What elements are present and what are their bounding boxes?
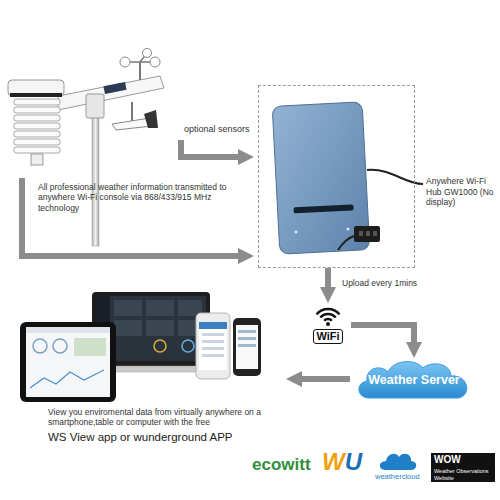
view-arrow	[298, 376, 350, 382]
plug-pin	[366, 231, 370, 236]
shield-base	[31, 154, 43, 165]
wifi-wave	[320, 314, 335, 318]
shield-plate	[14, 131, 60, 137]
server-arrow	[351, 325, 414, 346]
server-cloud: Weather Server	[355, 358, 473, 400]
rain-gauge	[8, 80, 64, 96]
viewing-devices	[20, 292, 261, 402]
weathercloud-icon	[380, 454, 416, 470]
ecowitt-logo: ecowitt	[252, 455, 311, 476]
shield-plate	[14, 139, 60, 145]
phone-screen	[199, 322, 227, 370]
anemometer-cup	[120, 57, 130, 67]
app-note: WS View app or wunderground APP	[48, 430, 233, 444]
upload-arrow	[325, 268, 331, 291]
radio-arrow	[22, 178, 242, 256]
shield-plate	[14, 123, 60, 129]
tablet-gauge	[33, 339, 47, 353]
screen-panel	[114, 320, 142, 336]
phone-row	[202, 347, 224, 350]
sensor-arm	[58, 76, 164, 110]
tablet-screen	[26, 327, 110, 397]
hub-slot	[294, 204, 354, 213]
viewing-note: View you enviromental data from virtuall…	[48, 407, 276, 428]
mount-bracket	[86, 94, 104, 118]
sensor-note: optional sensors	[184, 124, 250, 135]
hub-led	[295, 231, 298, 234]
screen-gauge	[154, 340, 166, 352]
plug-pin	[373, 231, 377, 236]
anemometer-cup	[150, 57, 160, 67]
phone-row	[202, 333, 224, 336]
phone-row	[238, 344, 256, 347]
hub-led	[347, 228, 350, 231]
phone-header	[199, 322, 227, 329]
screen-panel	[146, 320, 174, 336]
wow-logo: WOW	[431, 453, 495, 467]
shield-plate	[14, 147, 60, 153]
tablet-map	[74, 338, 106, 356]
tablet-body	[20, 322, 116, 402]
wifi-dot	[326, 322, 330, 326]
server-name: Weather Server	[355, 373, 473, 387]
tablet-gauge	[53, 339, 67, 353]
rain-gauge-rim	[10, 93, 62, 97]
shield-plate	[14, 115, 60, 121]
tablet-header	[26, 327, 110, 333]
hub-caption: Anywhere Wi-Fi Hub GW1000 (No display)	[426, 176, 500, 208]
transmission-note: All professional weather information tra…	[38, 182, 228, 213]
phone-body	[196, 313, 230, 379]
tablet-chart	[30, 370, 104, 388]
solar-panel	[103, 82, 126, 94]
wifi-wave	[324, 319, 332, 321]
power-cable	[338, 236, 354, 250]
screen-gauge	[182, 340, 194, 352]
shield-plate	[14, 107, 60, 113]
wifi-text: WiFi	[313, 329, 342, 344]
phone-row	[238, 337, 256, 340]
phone-row	[238, 330, 256, 333]
wifi-waves	[305, 303, 351, 327]
phone-body	[233, 318, 261, 376]
wu-logo: WU	[322, 449, 362, 475]
plug-pin	[359, 231, 363, 236]
weather-station	[8, 49, 164, 247]
hub-device	[272, 102, 423, 255]
anemometer-cup	[143, 49, 152, 58]
wow-subtitle: Weather Observations Website	[431, 467, 495, 482]
edge-label: Upload every 1mins	[342, 278, 417, 288]
screen-panel	[146, 300, 174, 316]
vane-shaft	[131, 102, 133, 122]
screen-panel	[114, 300, 142, 316]
phone-row	[202, 354, 224, 357]
anemometer-shaft	[139, 62, 141, 80]
weathercloud-logo: weathercloud	[375, 472, 420, 481]
wifi-symbol: WiFi	[305, 303, 351, 347]
phone-screen	[236, 325, 258, 369]
vane-tail	[144, 110, 158, 128]
usb-plug	[354, 226, 380, 242]
sensor-arrow	[181, 140, 242, 157]
wifi-wave	[317, 309, 340, 314]
shield-plate	[14, 99, 60, 105]
phone-row	[202, 340, 224, 343]
hub-box: Anywhere Wi-Fi Hub GW1000 (No display)	[258, 85, 415, 268]
